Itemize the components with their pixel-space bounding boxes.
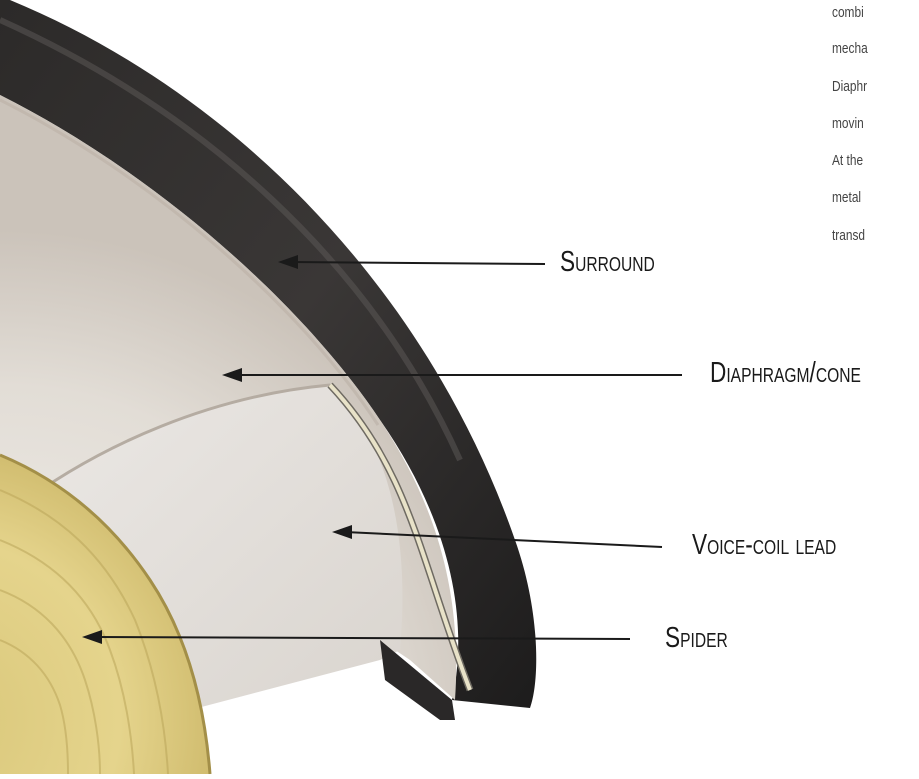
voice-coil-lead-label: Voice-Coil Lead <box>692 531 836 560</box>
body-text-line: metal <box>832 190 919 206</box>
spider-label: Spider <box>665 624 728 653</box>
body-text-line: transd <box>832 228 919 244</box>
body-text-line: combi <box>832 5 919 21</box>
body-text-line: movin <box>832 116 919 132</box>
body-text-line: Diaphr <box>832 79 919 95</box>
diaphragm-cone-label: Diaphragm/Cone <box>710 359 861 388</box>
surround-label: Surround <box>560 248 655 277</box>
body-text-line: At the <box>832 153 919 169</box>
body-text-line: mecha <box>832 41 919 57</box>
